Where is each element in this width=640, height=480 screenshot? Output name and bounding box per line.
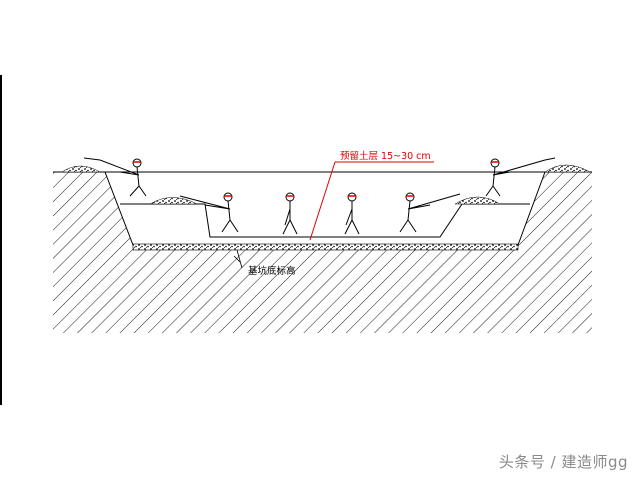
pit-outline — [104, 171, 546, 246]
pit-bottom-leader-tick — [233, 255, 241, 263]
spoil-pile-left-top — [61, 165, 101, 173]
spoil-pile-left-stage — [149, 197, 198, 205]
watermark-text: 头条号 / 建造师gg — [498, 453, 628, 471]
worker-stage-left — [179, 192, 239, 233]
pit-bottom-leader — [236, 249, 243, 269]
reserved-soil-label: 预留土层 15~30 cm — [340, 150, 431, 162]
reserved-soil-leader — [309, 161, 336, 241]
worker-top-left — [83, 157, 147, 197]
stage-outline — [120, 203, 530, 238]
ground-hatch — [53, 172, 592, 333]
spoil-pile-right-stage — [454, 196, 501, 205]
worker-stage-right — [399, 192, 461, 233]
worker-center-1 — [282, 192, 298, 235]
pit-bottom-elevation-label: 基坑底标高 — [248, 265, 296, 277]
left-border-line — [0, 75, 2, 405]
worker-top-right — [485, 157, 556, 197]
worker-center-2 — [344, 192, 360, 235]
pit-bottom-layer — [132, 243, 519, 251]
spoil-pile-right-top — [544, 164, 591, 173]
